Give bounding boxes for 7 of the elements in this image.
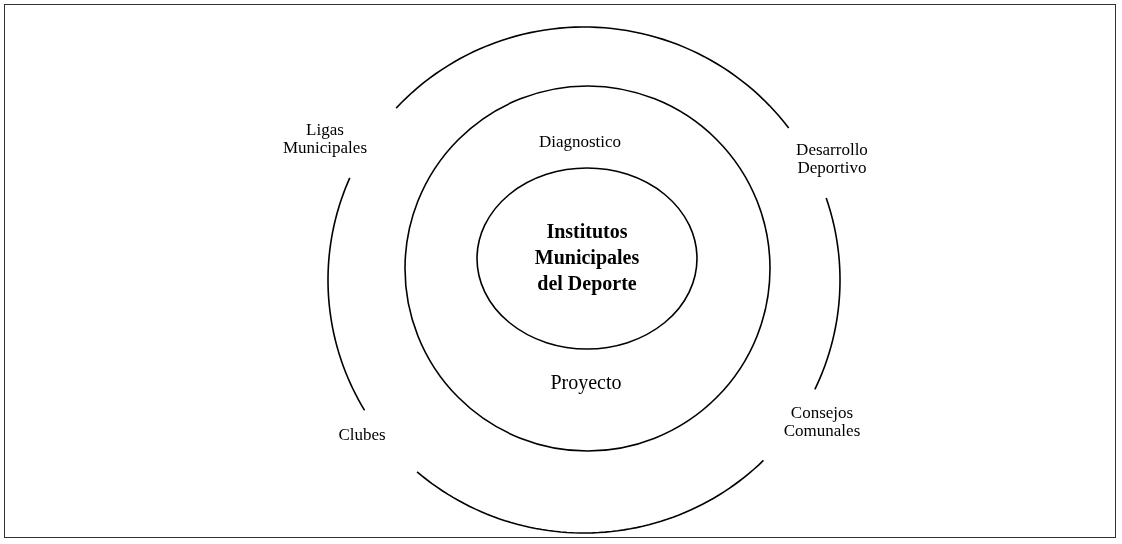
ring-label: Clubes [337, 426, 387, 444]
ring-label: Consejos Comunales [782, 404, 862, 440]
ring-label: Desarrollo Deportivo [795, 141, 869, 177]
ring-label: Diagnostico [537, 133, 623, 151]
ring-label: Proyecto [549, 372, 623, 393]
ring-label: Institutos Municipales del Deporte [533, 219, 641, 296]
ring-label: Ligas Municipales [281, 121, 368, 157]
